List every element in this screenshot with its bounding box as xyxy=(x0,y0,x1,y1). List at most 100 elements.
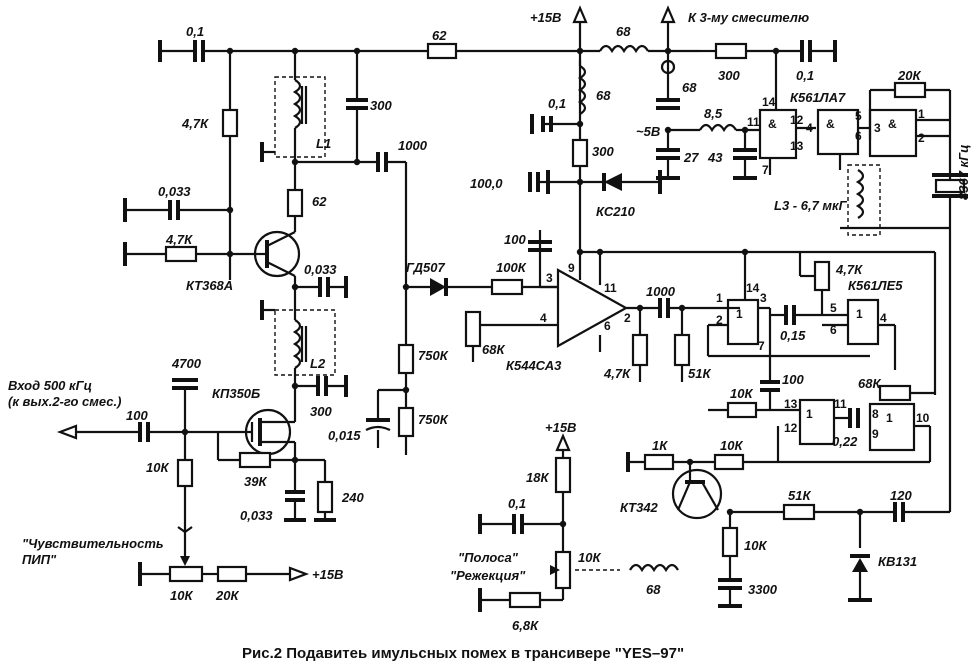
lbl-c-300-l2: 300 xyxy=(310,404,332,419)
lbl-r-51k-b: 51К xyxy=(788,488,811,503)
emitter-resistor xyxy=(286,162,304,218)
pin: 13 xyxy=(790,139,804,153)
pin: 2 xyxy=(918,131,925,145)
lbl-c-27: 27 xyxy=(683,150,699,165)
lbl-r-300-out: 300 xyxy=(718,68,740,83)
signal-labels: К 3-му смесителю Вход 500 кГц (к вых.2-г… xyxy=(8,10,809,583)
lbl-c-0033-a: 0,033 xyxy=(158,184,191,199)
lbl-c-100-amp: 100 xyxy=(504,232,526,247)
lbl-r-10k-in: 10К xyxy=(146,460,169,475)
pin: 7 xyxy=(762,163,769,177)
lbl-c-68: 68 xyxy=(682,80,697,95)
lc-filter xyxy=(656,123,760,180)
lbl-c-0015: 0,015 xyxy=(328,428,361,443)
lbl-r-18k: 18К xyxy=(526,470,549,485)
lbl-pot-68k-b: 68К xyxy=(858,376,881,391)
lbl-q1: КТ368А xyxy=(186,278,233,293)
pin: 14 xyxy=(762,95,776,109)
lbl-coil-68-top: 68 xyxy=(616,24,631,39)
lbl-r-240: 240 xyxy=(341,490,364,505)
plus15-mid-label: +15В xyxy=(545,420,576,435)
transistor-q1 xyxy=(253,216,301,300)
opamp-k544 xyxy=(464,186,740,382)
lbl-r-bias: 4,7К xyxy=(181,116,209,131)
lbl-r-20k-osc: 20К xyxy=(897,68,921,83)
svg-text:&: & xyxy=(888,117,897,131)
sensitivity-label: "Чувствительность xyxy=(22,536,164,551)
lbl-diode-gd: ГД507 xyxy=(406,260,446,275)
lbl-c-022: 0,22 xyxy=(832,434,858,449)
pin: 12 xyxy=(790,113,804,127)
lbl-coil-68-bot: 68 xyxy=(646,582,661,597)
lbl-opamp: К544СА3 xyxy=(506,358,562,373)
top-rail xyxy=(158,40,580,62)
to-mixer-label: К 3-му смесителю xyxy=(688,10,809,25)
lbl-r-10k-d: 10К xyxy=(744,538,767,553)
lbl-c-43: 43 xyxy=(707,150,723,165)
lbl-r-750k-b: 750К xyxy=(418,412,449,427)
lbl-c-in-top: 0,1 xyxy=(186,24,204,39)
lbl-r-100k: 100К xyxy=(496,260,527,275)
lbl-r-62-top: 62 xyxy=(432,28,447,43)
lbl-r-39k: 39К xyxy=(244,474,267,489)
figure-caption: Рис.2 Подавитеь имульсных помех в транси… xyxy=(242,645,684,662)
pin: 4 xyxy=(880,311,887,325)
notch-label: "Режекция" xyxy=(450,568,526,583)
pin: 5 xyxy=(855,109,862,123)
lbl-c-100-in: 100 xyxy=(126,408,148,423)
lbl-crystal: 8367 кГц xyxy=(956,145,971,201)
lbl-r-20k-left: 20К xyxy=(215,588,239,603)
pin: 6 xyxy=(830,323,837,337)
lbl-c-015: 0,15 xyxy=(780,328,806,343)
lbl-r-10k-c: 10К xyxy=(720,438,743,453)
lbl-c-1000-top: 1000 xyxy=(398,138,428,153)
lbl-pot-68k: 68К xyxy=(482,342,505,357)
lbl-ic-la7: К561ЛА7 xyxy=(790,90,846,105)
lbl-r-62-em: 62 xyxy=(312,194,327,209)
lbl-c-1000uf: 100,0 xyxy=(470,176,503,191)
lbl-c-120: 120 xyxy=(890,488,912,503)
lbl-coil-85: 8,5 xyxy=(704,106,723,121)
lbl-l3: L3 - 6,7 мкГ xyxy=(774,198,848,213)
lbl-c-0033-b: 0,033 xyxy=(304,262,337,277)
supply-labels: +15В +15В +15В ~5В xyxy=(312,10,660,582)
lbl-l2: L2 xyxy=(310,356,326,371)
lbl-coil-68-vert: 68 xyxy=(596,88,611,103)
band-control xyxy=(478,433,679,612)
input-label: Вход 500 кГц xyxy=(8,378,92,393)
lbl-pot-band: 10К xyxy=(578,550,601,565)
svg-text:&: & xyxy=(768,117,777,131)
pin: 14 xyxy=(746,281,760,295)
lbl-c-01-out: 0,1 xyxy=(796,68,814,83)
lbl-ic-le5: К561ЛЕ5 xyxy=(848,278,903,293)
lbl-c-4700: 4700 xyxy=(171,356,202,371)
lbl-r-47k-out: 4,7К xyxy=(603,366,631,381)
lbl-r-300-supply: 300 xyxy=(592,144,614,159)
ic-k561la7: & & & xyxy=(758,81,968,236)
svg-text:1: 1 xyxy=(806,407,813,421)
fet-q2 xyxy=(185,408,297,460)
transistor-q3 xyxy=(626,228,952,608)
l2-network xyxy=(260,276,348,410)
lbl-r-68k-bot: 6,8К xyxy=(512,618,539,633)
lbl-r-1k: 1К xyxy=(652,438,668,453)
lbl-r-51k-a: 51К xyxy=(688,366,711,381)
q1-base-network xyxy=(123,198,256,266)
pin: 3 xyxy=(760,291,767,305)
lbl-r-47k-b: 4,7К xyxy=(165,232,193,247)
svg-text:1: 1 xyxy=(736,307,743,321)
pin: 13 xyxy=(784,397,798,411)
input-section xyxy=(56,378,310,586)
svg-text:1: 1 xyxy=(886,411,893,425)
pin: 2 xyxy=(716,313,723,327)
component-labels: 0,1 4,7К 0,033 4,7К L1 300 62 62 1000 КТ… xyxy=(126,24,921,633)
lbl-r-750k-a: 750К xyxy=(418,348,449,363)
pin: 1 xyxy=(918,107,925,121)
pin: 4 xyxy=(540,311,547,325)
lbl-c-1000-mid: 1000 xyxy=(646,284,676,299)
supply-section xyxy=(528,5,935,256)
lbl-c-100-b: 100 xyxy=(782,372,804,387)
pin: 9 xyxy=(872,427,879,441)
detector-divider xyxy=(365,278,558,455)
pin: 4 xyxy=(806,121,813,135)
